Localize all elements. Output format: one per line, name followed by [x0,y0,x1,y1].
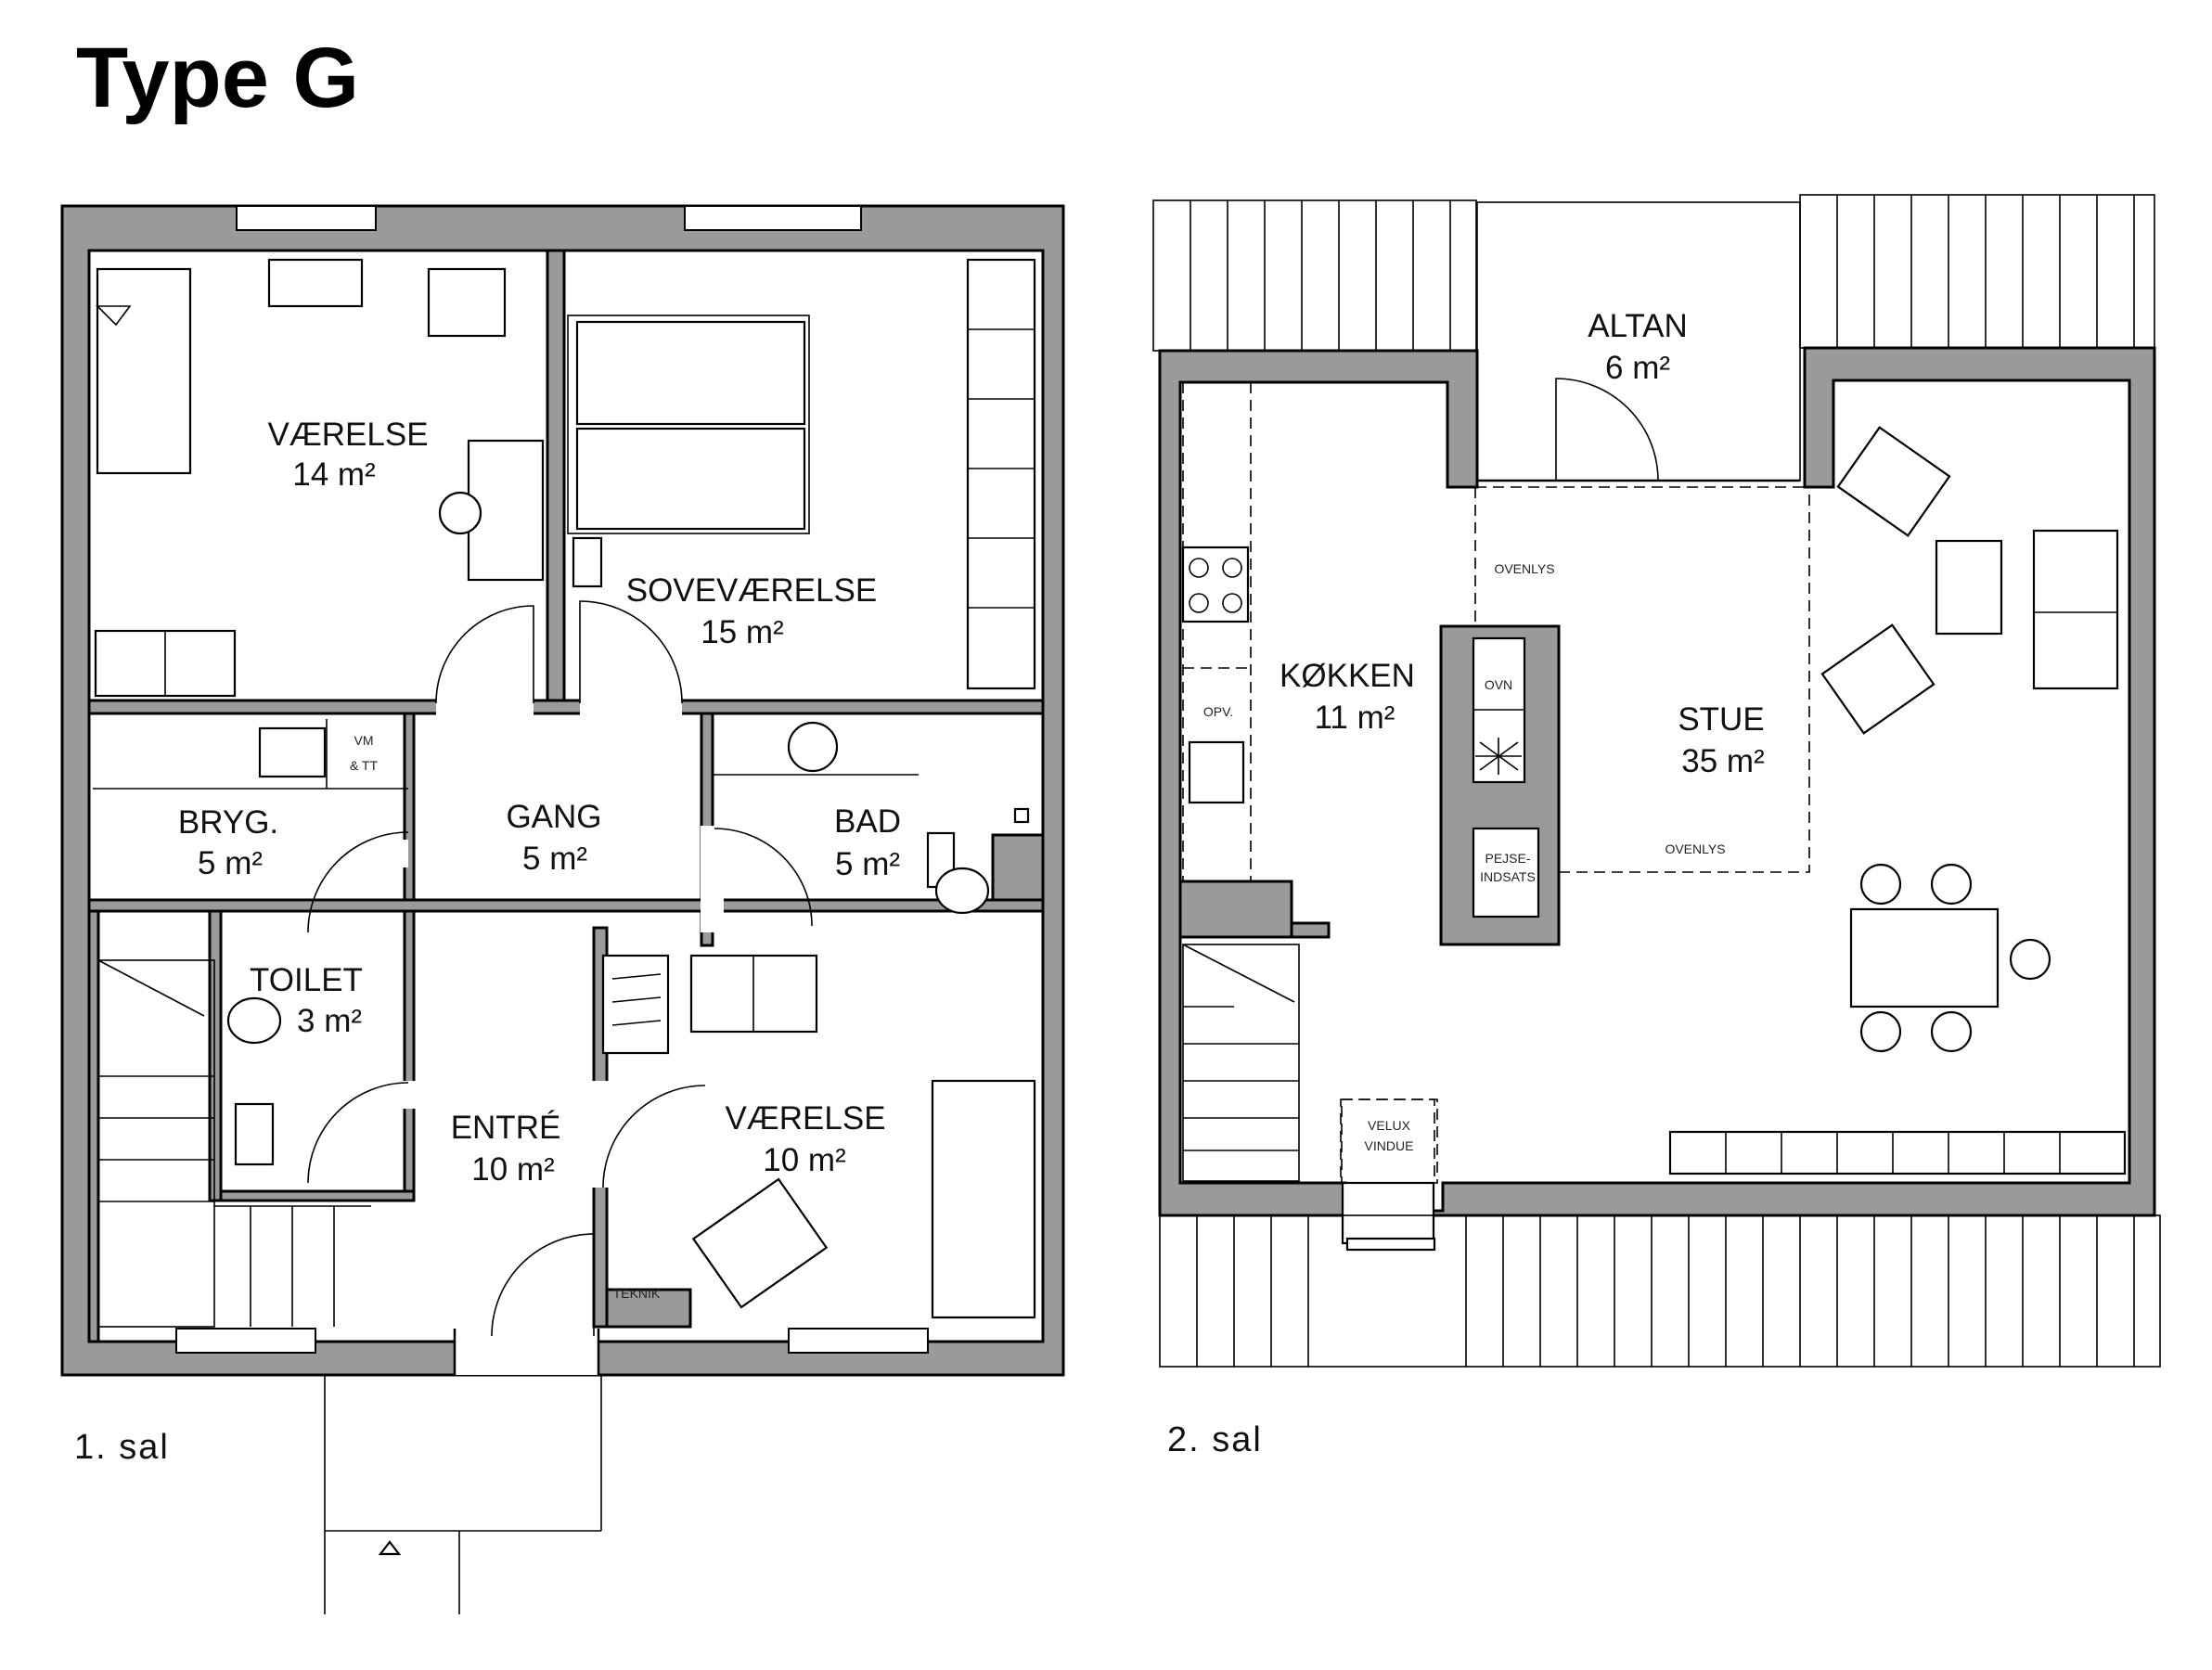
second-floor-furniture [1340,426,2127,1245]
first-floor-stairs [97,959,371,1328]
label-pejs-2: INDSATS [1480,869,1536,884]
roof-bottom [1159,1214,2161,1368]
second-floor-outer-wall [1158,346,2156,1217]
kitchen-sink [1188,740,1245,804]
room-bryg-area: 5 m² [198,845,263,881]
label-vm: VM [354,733,374,748]
pejs-box [1472,827,1540,918]
window-bottom-1 [175,1328,316,1354]
room-vaerelse-se-name: VÆRELSE [725,1100,885,1137]
room-koekken-area: 11 m² [1315,700,1395,736]
room-gang-name: GANG [506,799,601,835]
room-entre-area: 10 m² [471,1151,554,1188]
label-ovenlys-bottom: OVENLYS [1665,841,1725,856]
window-bottom-2 [788,1328,929,1354]
label-tt: & TT [350,758,379,773]
room-stue-name: STUE [1678,701,1764,738]
room-entre-name: ENTRÉ [451,1110,561,1146]
label-velux-2: VINDUE [1365,1138,1414,1153]
label-opv: OPV. [1203,704,1233,719]
room-gang-area: 5 m² [522,841,587,877]
room-stue-area: 35 m² [1681,743,1764,779]
label-ovenlys-top: OVENLYS [1494,561,1554,576]
page-title: Type G [76,31,360,125]
room-vaerelse-se-area: 10 m² [763,1142,845,1178]
first-floor-interior-walls [87,249,1045,1329]
second-floor-plan: ALTAN 6 m² KØKKEN 11 m² STUE 35 m² OVENL… [1152,194,2161,1459]
label-pejs-1: PEJSE- [1485,851,1530,866]
room-sovevaerelse-name: SOVEVÆRELSE [626,572,877,609]
room-vaerelse-nw-name: VÆRELSE [267,417,428,453]
window-top-1 [236,205,377,231]
second-floor-stairs [1182,944,1300,1182]
first-floor-doors [307,600,813,1337]
window-top-2 [684,205,862,231]
stair-wall [87,898,100,1343]
floor-label-second: 2. sal [1167,1420,1263,1459]
room-altan-area: 6 m² [1605,350,1670,386]
entrance-walkway [324,1375,602,1614]
room-toilet-name: TOILET [250,962,363,998]
label-teknik: TEKNIK [613,1286,661,1301]
room-bad-area: 5 m² [835,846,900,882]
first-floor-plan: VÆRELSE 14 m² SOVEVÆRELSE 15 m² BRYG. 5 … [60,204,1065,1614]
room-bad-name: BAD [834,803,901,840]
entrance-opening [455,1329,598,1375]
room-vaerelse-nw-area: 14 m² [292,456,375,493]
room-toilet-area: 3 m² [297,1003,362,1039]
room-altan-name: ALTAN [1588,308,1688,344]
label-ovn: OVN [1485,677,1512,692]
room-bryg-name: BRYG. [178,804,278,841]
room-sovevaerelse-area: 15 m² [701,614,783,650]
first-floor-furniture [93,258,1036,1319]
room-koekken-name: KØKKEN [1280,658,1415,694]
floor-label-first: 1. sal [74,1428,170,1467]
label-velux-1: VELUX [1368,1118,1411,1133]
